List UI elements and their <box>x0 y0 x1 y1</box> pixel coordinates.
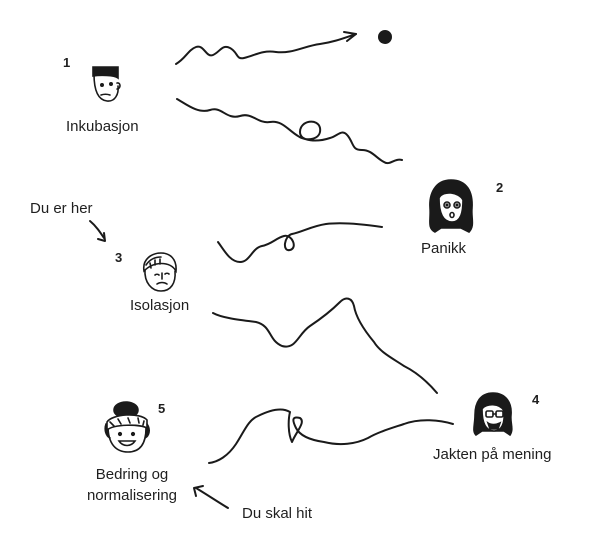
stage-2-number: 2 <box>496 180 504 195</box>
you-should-go-arrow <box>195 487 229 509</box>
start-dot <box>378 30 392 44</box>
stage-4-number: 4 <box>532 392 540 407</box>
path-arrow-head <box>343 31 357 42</box>
shocked-face-icon <box>429 179 474 233</box>
stage-3-label: Isolasjon <box>130 297 190 314</box>
stage-2-label: Panikk <box>421 240 467 257</box>
path-segment-start <box>175 33 357 65</box>
you-should-go-label: Du skal hit <box>242 505 313 522</box>
stage-4-label: Jakten på mening <box>433 446 552 463</box>
neutral-face-icon <box>92 66 121 102</box>
path-segment-2-3 <box>217 222 383 263</box>
stage-1-label: Inkubasjon <box>66 118 139 135</box>
path-segment-1-2 <box>176 98 403 165</box>
you-are-here-arrow <box>89 220 105 239</box>
path-segment-3-4 <box>212 297 438 394</box>
sad-face-icon <box>142 252 177 292</box>
you-should-go-arrow-head <box>193 485 204 497</box>
you-are-here-label: Du er her <box>30 200 93 217</box>
stage-5-label: Bedring og normalisering <box>86 466 178 504</box>
you-are-here-arrow-head <box>97 232 106 242</box>
path-segment-4-5 <box>208 408 454 464</box>
stage-1-number: 1 <box>63 55 71 70</box>
thinking-face-icon <box>473 392 513 437</box>
happy-face-icon <box>104 401 150 453</box>
stage-5-number: 5 <box>158 401 166 416</box>
stage-3-number: 3 <box>115 250 123 265</box>
